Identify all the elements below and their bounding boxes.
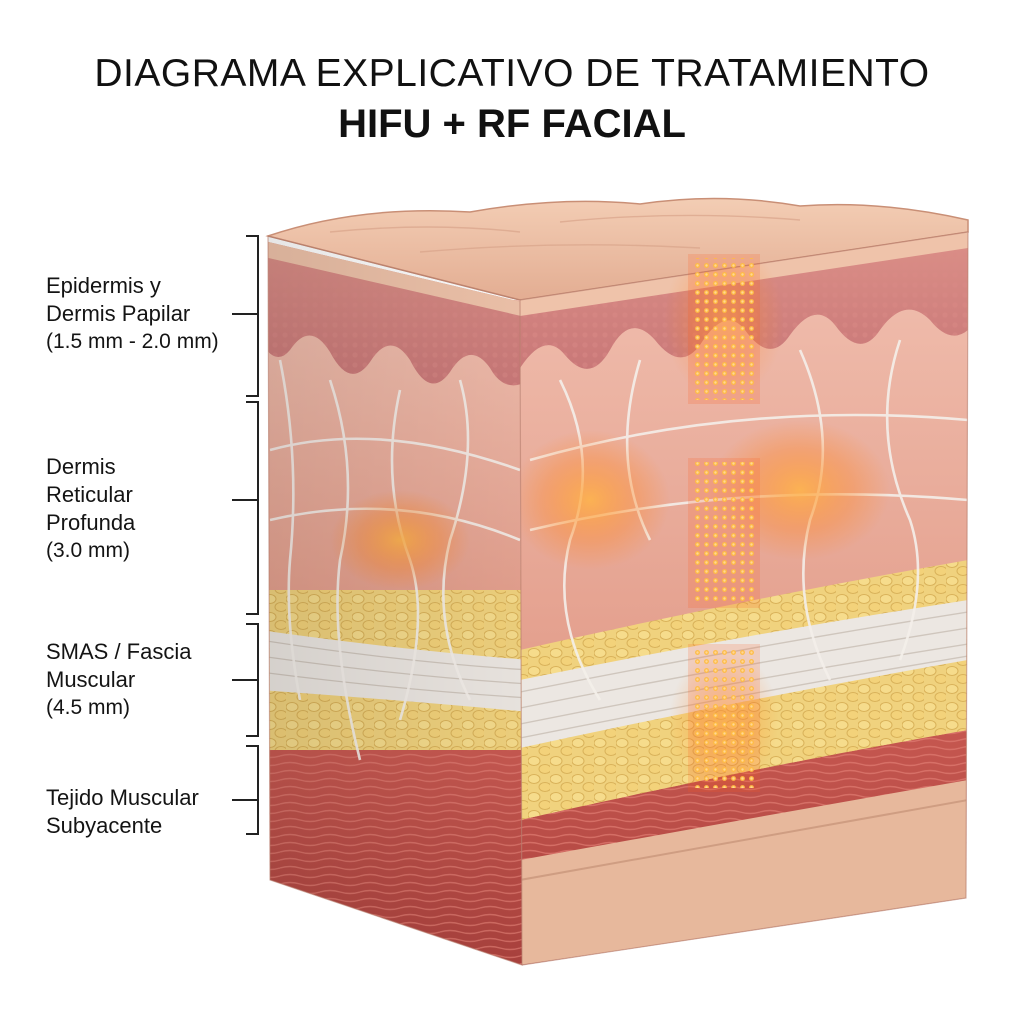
bracket-epidermis: [232, 235, 259, 397]
label-muscle-line-2: Subyacente: [46, 813, 163, 838]
front-face: [268, 236, 522, 965]
energy-grid-epidermis: [692, 258, 756, 400]
bracket-muscle: [232, 745, 259, 835]
label-smas-line-2: Muscular: [46, 667, 136, 692]
label-epidermis: Epidermis y Dermis Papilar (1.5 mm - 2.0…: [46, 272, 219, 356]
label-epidermis-line-1: Epidermis y: [46, 273, 161, 298]
title-line-1: DIAGRAMA EXPLICATIVO DE TRATAMIENTO: [94, 52, 930, 95]
energy-grid-dermis: [692, 462, 756, 604]
label-smas: SMAS / Fascia Muscular (4.5 mm): [46, 638, 191, 722]
bracket-dermis: [232, 401, 259, 615]
bracket-smas: [232, 623, 259, 737]
label-epidermis-depth: (1.5 mm - 2.0 mm): [46, 330, 219, 353]
label-dermis-line-2: Reticular: [46, 482, 133, 507]
label-dermis-line-3: Profunda: [46, 510, 136, 535]
label-dermis-depth: (3.0 mm): [46, 539, 130, 562]
layer-brackets: [232, 235, 259, 835]
label-smas-line-1: SMAS / Fascia: [46, 639, 192, 664]
label-muscle-line-1: Tejido Muscular: [46, 785, 199, 810]
energy-grid-smas: [692, 648, 756, 788]
label-dermis-line-1: Dermis: [46, 454, 116, 479]
label-dermis: Dermis Reticular Profunda (3.0 mm): [46, 453, 135, 565]
energy-focal-points: [688, 254, 760, 792]
skin-surface-top: [265, 197, 969, 301]
label-smas-depth: (4.5 mm): [46, 696, 130, 719]
label-muscle: Tejido Muscular Subyacente: [46, 784, 199, 840]
label-epidermis-line-2: Dermis Papilar: [46, 301, 191, 326]
title-line-2: HIFU + RF FACIAL: [338, 102, 686, 146]
